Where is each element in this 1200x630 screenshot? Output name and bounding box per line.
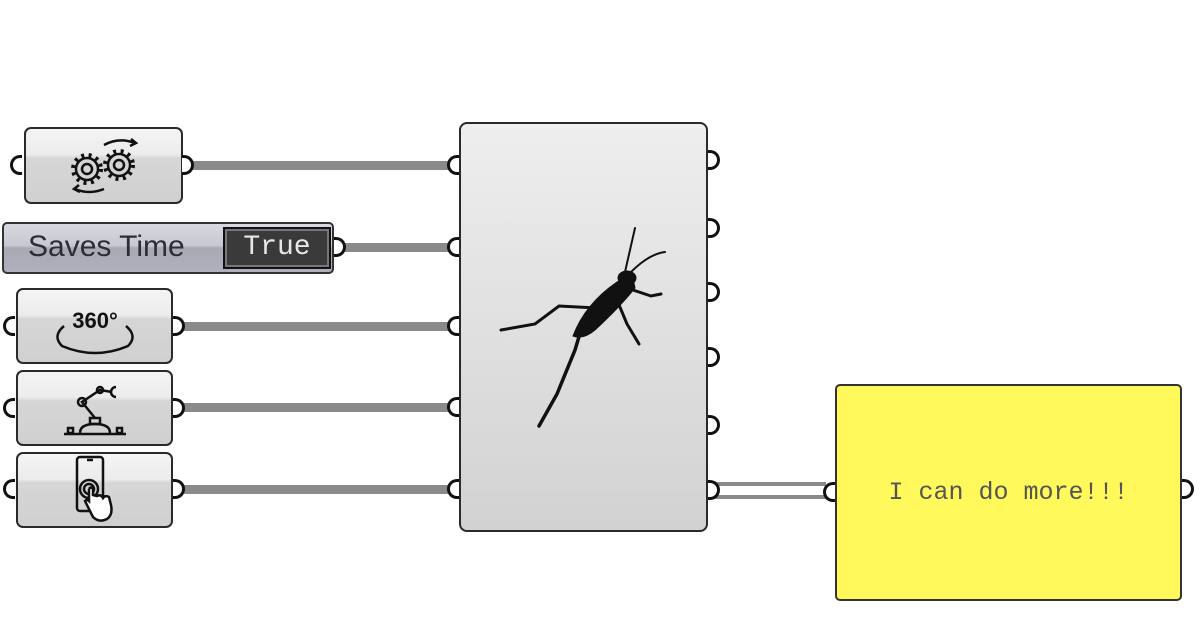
rotate-360-icon: 360° xyxy=(55,308,134,355)
robot-arm-input-port[interactable] xyxy=(3,398,15,418)
component-input-port-3[interactable] xyxy=(447,316,459,336)
touch-phone-output-port[interactable] xyxy=(173,479,185,499)
grasshopper-component[interactable] xyxy=(459,122,708,532)
robot-arm-icon xyxy=(63,385,126,436)
boolean-toggle[interactable]: Saves Time True xyxy=(2,222,334,274)
toggle-value[interactable]: True xyxy=(223,227,331,269)
component-input-port-1[interactable] xyxy=(447,155,459,175)
wire-output-b xyxy=(714,495,826,499)
toggle-output-port[interactable] xyxy=(334,237,346,257)
gears-node[interactable] xyxy=(24,127,183,204)
touch-phone-node[interactable] xyxy=(16,452,173,528)
component-output-port-6[interactable] xyxy=(708,480,720,500)
panel-output-port[interactable] xyxy=(1182,479,1194,499)
touch-phone-input-port[interactable] xyxy=(3,479,15,499)
component-output-port-1[interactable] xyxy=(708,150,720,170)
wire-360 xyxy=(180,322,452,331)
panel-input-port[interactable] xyxy=(823,482,835,502)
component-output-port-5[interactable] xyxy=(708,415,720,435)
robot-arm-output-port[interactable] xyxy=(173,398,185,418)
component-input-port-4[interactable] xyxy=(447,397,459,417)
component-input-port-5[interactable] xyxy=(447,479,459,499)
wire-gears xyxy=(190,161,452,170)
rotate-360-node[interactable]: 360° xyxy=(16,288,173,364)
toggle-label: Saves Time xyxy=(28,230,185,263)
robot-arm-node[interactable] xyxy=(16,370,173,446)
gears-cycle-icon xyxy=(70,137,138,193)
rotate-360-label: 360° xyxy=(72,308,118,333)
rotate-360-input-port[interactable] xyxy=(3,316,15,336)
text-panel[interactable]: I can do more!!! xyxy=(835,384,1182,601)
wire-output-a xyxy=(714,482,826,486)
gears-output-port[interactable] xyxy=(182,155,194,175)
wire-phone xyxy=(180,485,452,494)
grasshopper-icon xyxy=(499,227,666,428)
panel-text: I can do more!!! xyxy=(888,478,1129,507)
component-output-port-3[interactable] xyxy=(708,282,720,302)
component-output-port-2[interactable] xyxy=(708,218,720,238)
component-input-port-2[interactable] xyxy=(447,237,459,257)
rotate-360-output-port[interactable] xyxy=(173,316,185,336)
wire-robot xyxy=(180,403,452,412)
touch-phone-icon xyxy=(75,455,113,522)
wire-toggle xyxy=(345,243,452,252)
component-output-port-4[interactable] xyxy=(708,347,720,367)
gears-input-port[interactable] xyxy=(10,155,22,175)
